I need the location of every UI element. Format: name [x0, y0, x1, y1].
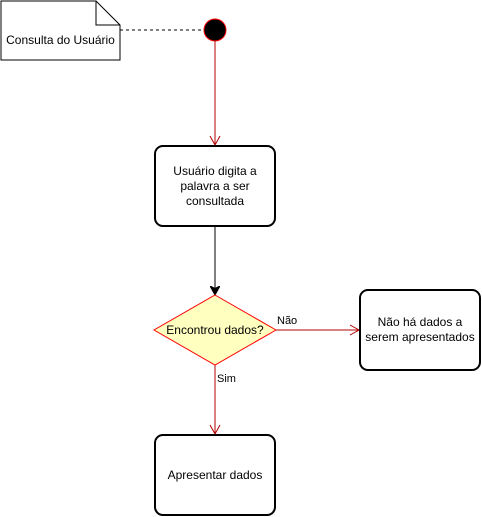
- start-node: [203, 18, 227, 42]
- action-show-data: [154, 434, 276, 516]
- action-no-data: [359, 289, 481, 371]
- note-fold: [95, 1, 120, 26]
- edge-label-no: Não: [277, 315, 298, 328]
- decision-text: Encontrou dados?: [166, 322, 264, 337]
- note-text: Consulta do Usuário: [6, 32, 115, 47]
- edge-label-yes: Sim: [217, 373, 236, 386]
- note-shape: [0, 0, 121, 61]
- action-no-data-text: Não há dados a serem apresentados: [365, 315, 475, 344]
- action-typing-text: Usuário digita a palavra a ser consultad…: [173, 163, 257, 208]
- action-show-data-text: Apresentar dados: [167, 467, 263, 482]
